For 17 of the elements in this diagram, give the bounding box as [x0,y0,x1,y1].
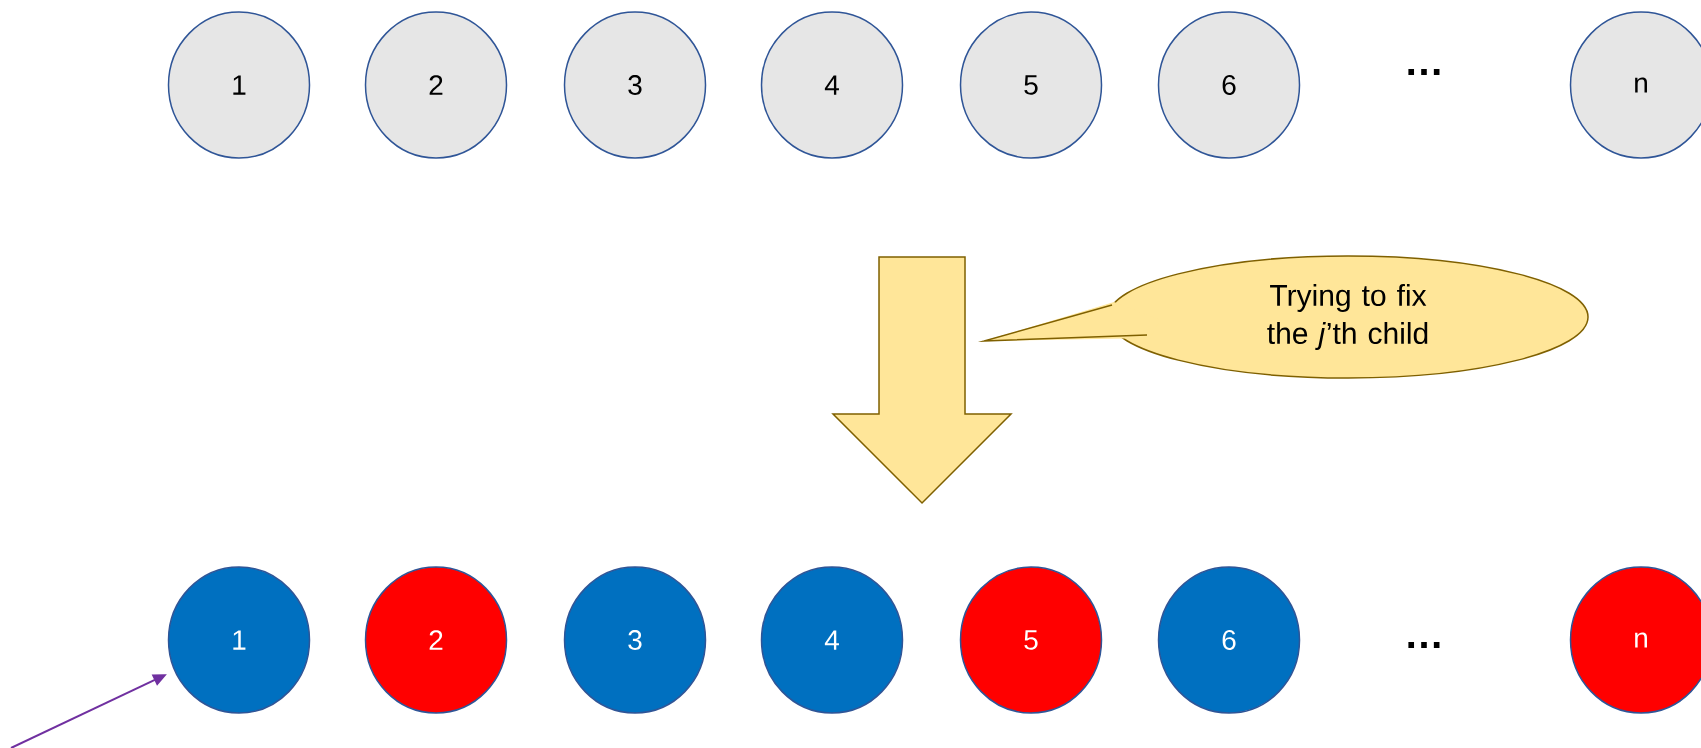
ellipsis-label: … [1408,69,1440,75]
circle-node: 2 [364,11,508,159]
circle-node: n [1569,11,1701,159]
circle-node: 2 [364,566,508,714]
circle-node: 1 [167,566,311,714]
circle-node: 4 [760,11,904,159]
ellipsis-label: … [1408,642,1440,648]
circle-node: 3 [563,566,707,714]
circle-node: 6 [1157,11,1301,159]
circle-node: 5 [959,566,1103,714]
circle-node: 6 [1157,566,1301,714]
circle-node: 3 [563,11,707,159]
circle-node: 4 [760,566,904,714]
circle-node: 5 [959,11,1103,159]
circle-node: 1 [167,11,311,159]
circle-node: n [1569,566,1701,714]
speech-bubble: Trying to fix the j’th child [977,255,1589,379]
